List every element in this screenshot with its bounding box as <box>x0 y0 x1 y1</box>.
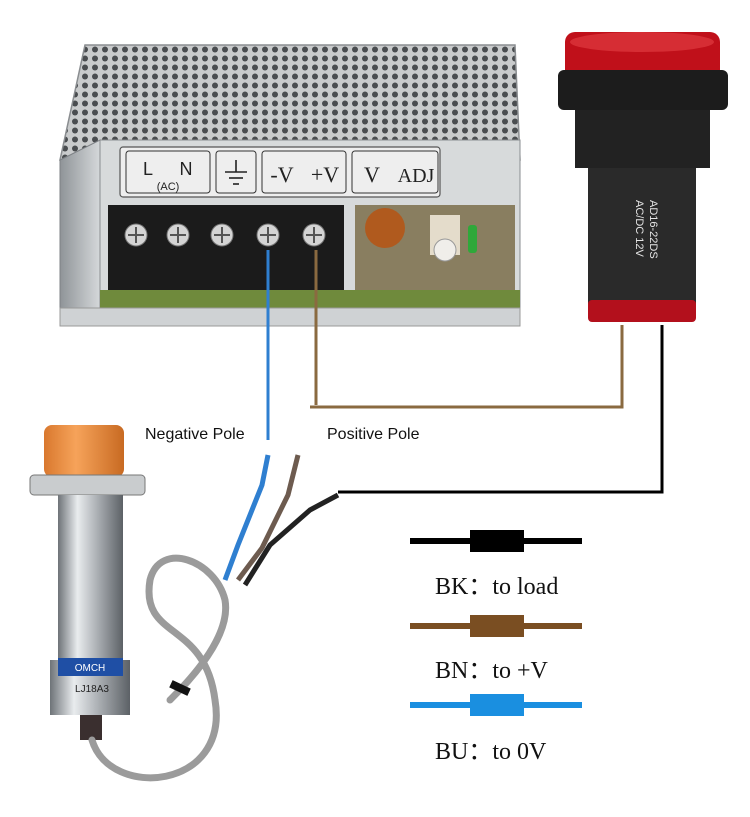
legend-entry-bn: BN：to +V <box>435 650 548 685</box>
indicator-marking-rating: AC/DC 12V <box>633 200 645 258</box>
negative-pole-label: Negative Pole <box>145 426 245 443</box>
brown-wire-to-indicator <box>310 325 624 409</box>
terminal-label-pos-v: +V <box>311 162 339 187</box>
black-wire-to-indicator <box>338 325 664 494</box>
legend-swatch-bk <box>410 530 582 552</box>
legend-code-bu: BU <box>435 739 469 765</box>
legend-swatch-bn <box>410 615 582 637</box>
legend-code-bk: BK <box>435 574 469 600</box>
legend-entry-bu: BU：to 0V <box>435 731 546 766</box>
terminal-screw-row <box>124 223 326 247</box>
indicator-light: AD16-22DS AC/DC 12V <box>558 32 728 322</box>
power-supply: L N (AC) -V +V V ADJ <box>59 44 521 327</box>
terminal-label-adj: ADJ <box>398 165 435 187</box>
indicator-marking-model: AD16-22DS <box>647 200 659 259</box>
terminal-label-v: V <box>364 162 380 187</box>
sensor-blue-lead <box>222 454 271 581</box>
sensor-grey-cable <box>88 554 230 782</box>
terminal-label-n: N <box>180 159 193 179</box>
legend-sep-bn: ： <box>468 658 493 684</box>
legend-swatch-bu <box>410 694 582 716</box>
legend-code-bn: BN <box>435 658 469 684</box>
legend-sep-bu: ： <box>468 739 493 765</box>
inductor-coil <box>365 208 405 248</box>
terminal-label-neg-v: -V <box>270 162 293 187</box>
proximity-sensor: OMCH LJ18A3 <box>29 425 230 782</box>
sensor-model: LJ18A3 <box>75 684 109 695</box>
ground-symbol-icon <box>225 160 247 185</box>
terminal-label-l: L <box>143 159 153 179</box>
positive-pole-label: Positive Pole <box>327 426 420 443</box>
legend-meaning-bk: to load <box>492 574 559 600</box>
legend-meaning-bu: to 0V <box>492 739 547 765</box>
sensor-black-lead <box>242 492 340 587</box>
terminal-label-ac: (AC) <box>157 181 180 193</box>
sensor-brown-lead <box>236 454 301 582</box>
legend-meaning-bn: to +V <box>492 658 548 684</box>
legend-sep-bk: ： <box>468 574 493 600</box>
sensor-brand: OMCH <box>75 663 106 674</box>
legend-entry-bk: BK：to load <box>435 566 558 601</box>
wires <box>222 250 664 587</box>
